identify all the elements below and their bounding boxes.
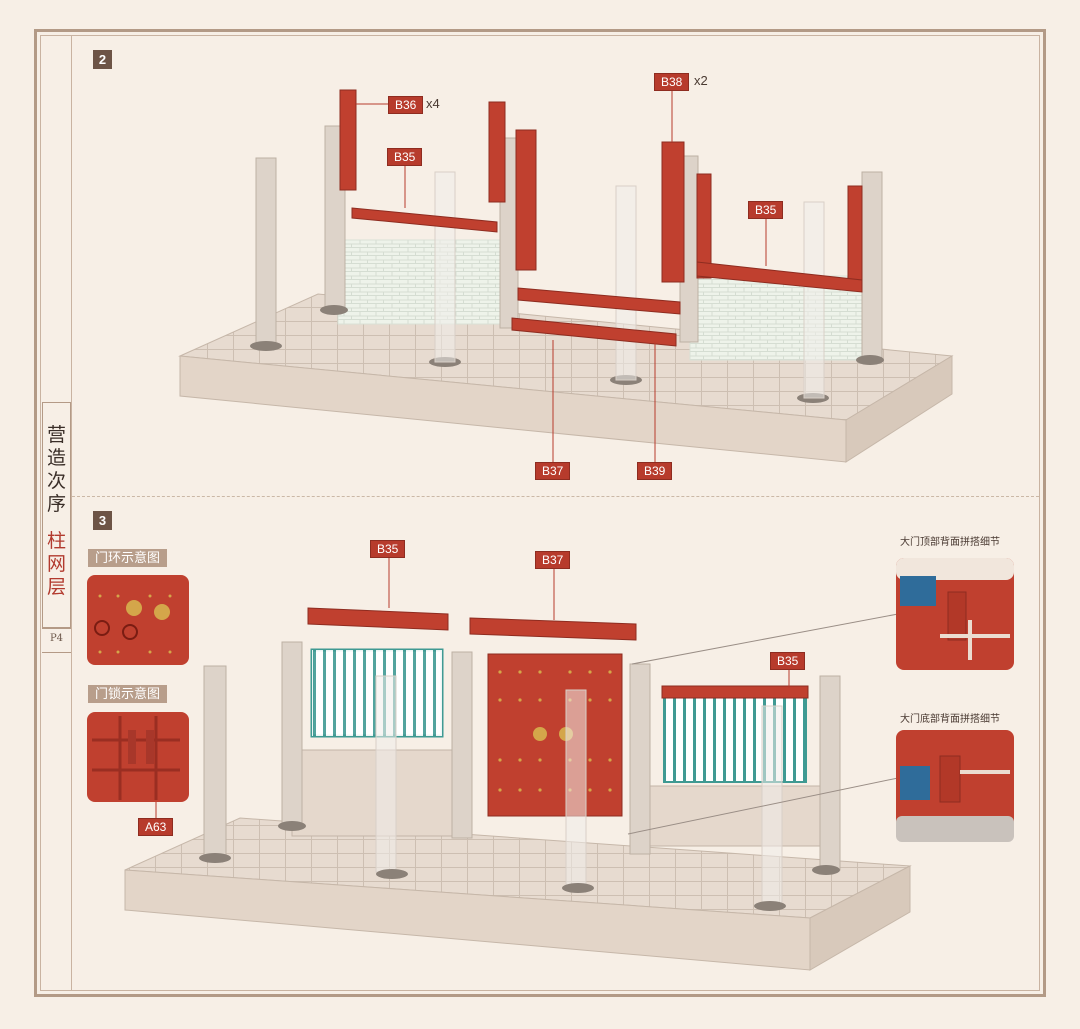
page-frame-outer xyxy=(34,29,1046,997)
lock-inset-caption: 门锁示意图 xyxy=(88,685,168,703)
part-tag-b35-step3-right: B35 xyxy=(770,652,806,670)
lock-inset xyxy=(87,712,189,802)
top-detail-caption: 大门顶部背面拼搭细节 xyxy=(900,537,1000,548)
detail-connector-lines xyxy=(627,613,899,835)
bottom-detail-inset xyxy=(896,730,1014,842)
step3-wall-right xyxy=(631,785,821,847)
part-tag-b37-step3: B37 xyxy=(535,551,571,569)
step3-pillars xyxy=(199,641,841,911)
chapter-title-box xyxy=(42,402,71,628)
step2-wall-left xyxy=(337,239,503,325)
step2-badge: 2 xyxy=(93,50,112,69)
part-tag-a63: A63 xyxy=(138,818,174,836)
part-tag-b35-step2-left: B35 xyxy=(387,148,423,166)
qty-b38: x2 xyxy=(694,73,708,88)
step-divider xyxy=(72,496,1039,497)
step3-right-lintel xyxy=(661,685,809,699)
top-detail-inset xyxy=(896,558,1014,670)
part-tag-b36: B36 xyxy=(388,96,424,114)
chapter-title: 营 造 次 序 柱 网 层 xyxy=(42,402,71,630)
part-tag-b38: B38 xyxy=(654,73,690,91)
page-number-rule-bottom xyxy=(42,652,71,653)
part-tag-b35-step3-left: B35 xyxy=(370,540,406,558)
page-number: P4 xyxy=(49,633,64,644)
page-frame-inner xyxy=(40,35,1040,991)
chapter-title-top: 营 造 次 序 xyxy=(46,424,66,515)
part-tag-b35-step2-right: B35 xyxy=(748,201,784,219)
side-rule xyxy=(71,36,72,990)
step3-main-door xyxy=(487,653,623,817)
step2-wall-right xyxy=(689,275,863,361)
step2-red-parts xyxy=(339,89,863,347)
step3-leader-lines xyxy=(155,556,790,818)
part-tag-b39: B39 xyxy=(637,462,673,480)
step3-red-beams xyxy=(307,607,637,641)
ring-inset xyxy=(87,575,189,665)
step3-badge: 3 xyxy=(93,511,112,530)
bottom-detail-caption: 大门底部背面拼搭细节 xyxy=(900,714,1000,725)
step3-base xyxy=(124,817,912,971)
ring-inset-caption: 门环示意图 xyxy=(88,549,168,567)
step2-leader-lines xyxy=(356,90,767,462)
chapter-title-bottom: 柱 网 层 xyxy=(46,530,66,598)
page-number-rule-top xyxy=(42,628,71,629)
qty-b36: x4 xyxy=(426,96,440,111)
step3-grille-right xyxy=(663,695,807,783)
step2-base xyxy=(178,293,954,463)
part-tag-b37-step2: B37 xyxy=(535,462,571,480)
